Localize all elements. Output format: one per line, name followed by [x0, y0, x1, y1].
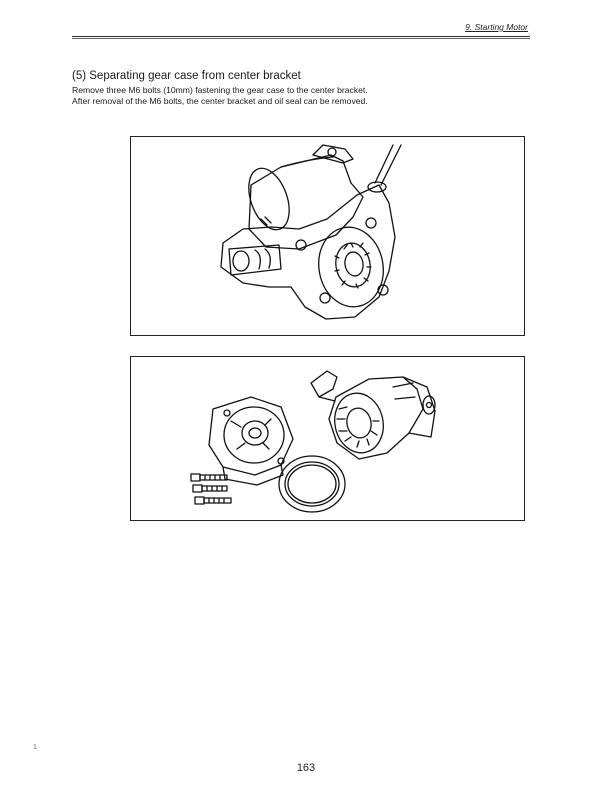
header-rule-secondary — [72, 38, 530, 39]
page-number: 163 — [296, 762, 316, 774]
section-header-label: 9. Starting Motor — [465, 22, 528, 32]
bolt-3 — [194, 496, 232, 505]
figure-separated-parts — [130, 356, 525, 521]
margin-mark: 1 — [33, 744, 37, 751]
instruction-line-1: Remove three M6 bolts (10mm) fastening t… — [72, 85, 368, 95]
bolt-2 — [192, 484, 228, 493]
instruction-line-2: After removal of the M6 bolts, the cente… — [72, 96, 368, 106]
header-rule — [72, 36, 530, 37]
section-heading: (5) Separating gear case from center bra… — [72, 70, 301, 82]
bolt-1 — [190, 473, 228, 482]
gear-case-assembly-illustration — [220, 144, 402, 320]
separated-parts-illustration — [190, 370, 436, 513]
figure-gear-case-assembly — [130, 136, 525, 336]
